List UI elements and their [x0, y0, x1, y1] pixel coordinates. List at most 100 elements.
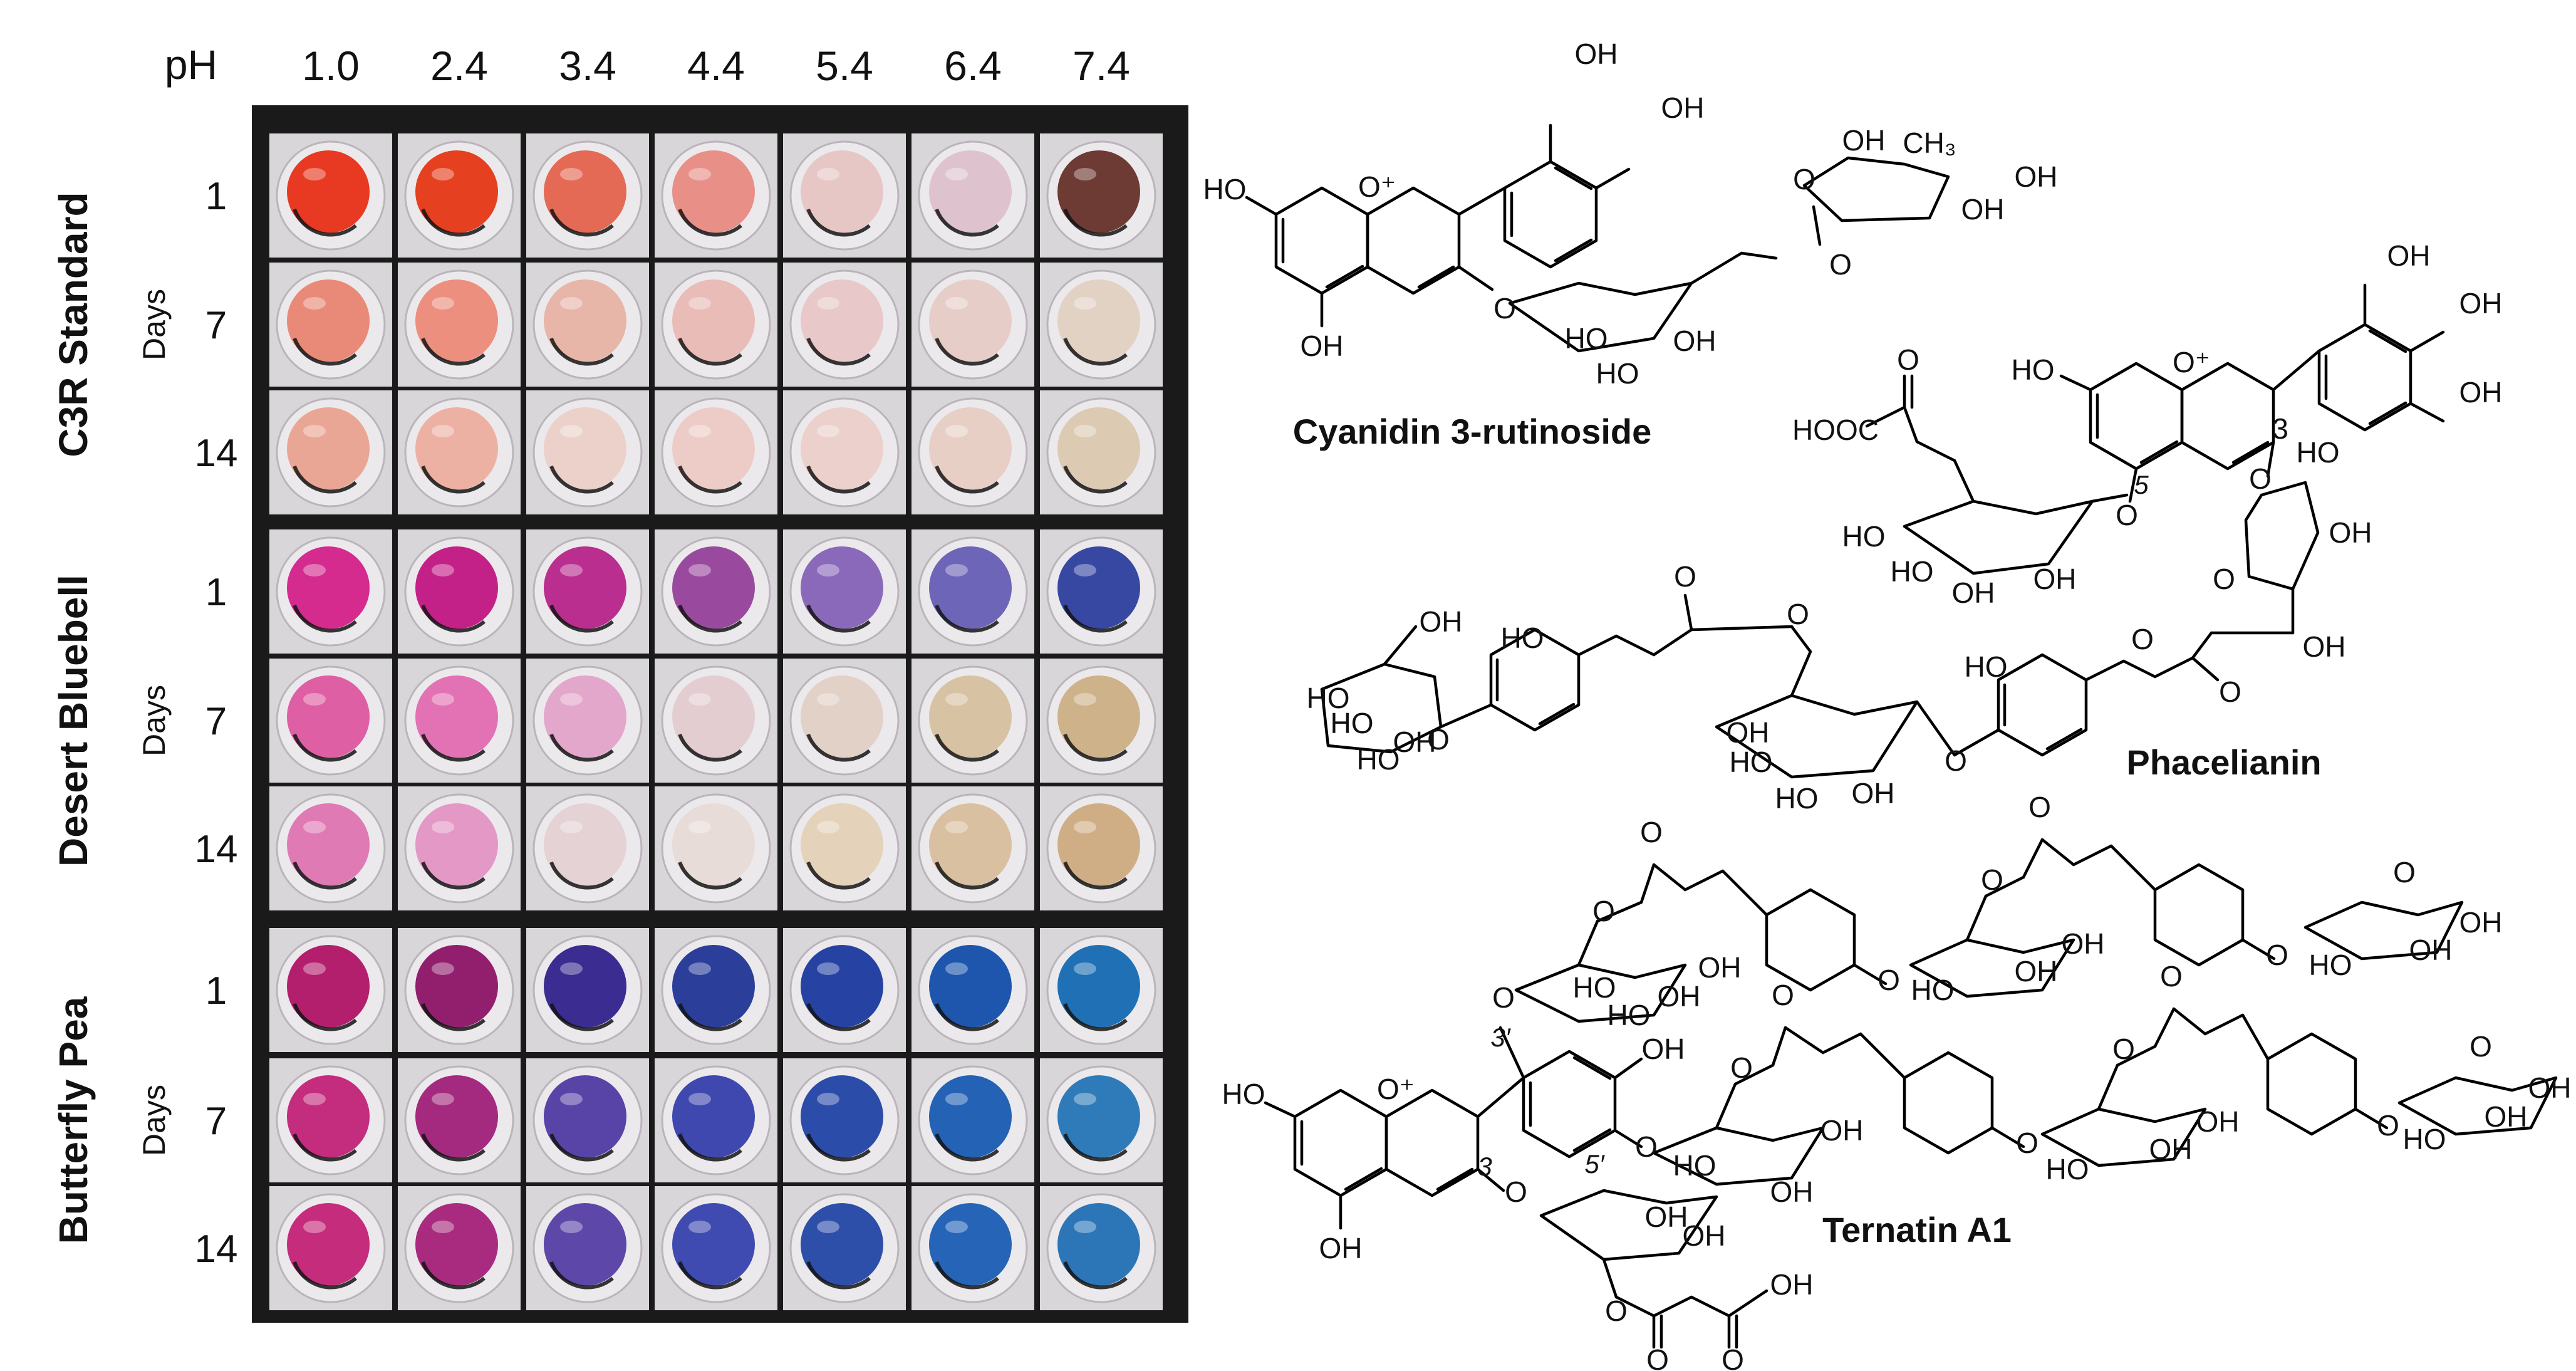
- well-solution: [801, 1203, 883, 1286]
- well-highlight: [303, 1221, 326, 1233]
- well-cell: [269, 659, 392, 783]
- svg-text:O: O: [2377, 1109, 2399, 1142]
- well-solution: [415, 150, 498, 233]
- svg-text:OH: OH: [2303, 630, 2346, 663]
- well-meniscus: [806, 733, 871, 762]
- svg-text:O: O: [1787, 598, 1809, 630]
- well-highlight: [303, 297, 326, 310]
- well-highlight: [1074, 1221, 1096, 1233]
- well-solution: [287, 1203, 370, 1286]
- cyanidin-3-rutinoside-structure: HO O⁺ OH OH OH O HO HO OH O O OH CH₃ OH …: [1203, 38, 2058, 390]
- well-highlight: [817, 168, 839, 180]
- well-cell: [655, 1058, 777, 1182]
- well-meniscus: [1063, 604, 1128, 633]
- well-highlight: [945, 693, 968, 706]
- svg-text:OH: OH: [1645, 1201, 1688, 1233]
- well-meniscus: [549, 733, 614, 762]
- well-meniscus: [1063, 1261, 1128, 1290]
- well-highlight: [303, 821, 326, 833]
- well-solution: [1057, 945, 1140, 1028]
- svg-text:O: O: [2112, 1033, 2135, 1065]
- well-meniscus: [678, 733, 742, 762]
- well-cell: [655, 928, 777, 1052]
- well-solution: [801, 546, 883, 629]
- well-cell: [1040, 529, 1163, 654]
- well-meniscus: [935, 1133, 999, 1162]
- day-value-label: 1: [205, 175, 227, 218]
- well-solution: [672, 803, 755, 886]
- well-solution: [801, 1075, 883, 1158]
- group-label: C3R Standard: [51, 192, 96, 457]
- well-highlight: [688, 297, 711, 310]
- svg-text:OH: OH: [2062, 927, 2105, 960]
- well-cell: [911, 1186, 1034, 1310]
- svg-text:OH: OH: [2528, 1071, 2572, 1104]
- well-meniscus: [421, 861, 486, 890]
- svg-text:OH: OH: [1820, 1114, 1864, 1147]
- svg-text:OH: OH: [1727, 716, 1770, 749]
- well-solution: [801, 945, 883, 1028]
- well-meniscus: [806, 604, 871, 633]
- well-solution: [929, 279, 1012, 362]
- well-cell: [783, 529, 906, 654]
- well-cell: [526, 529, 649, 654]
- well-solution: [415, 279, 498, 362]
- ph-value-label: 2.4: [430, 43, 488, 89]
- svg-text:OH: OH: [1642, 1033, 1685, 1065]
- well-solution: [287, 1075, 370, 1158]
- well-solution: [287, 546, 370, 629]
- well-solution: [287, 150, 370, 233]
- svg-text:OH: OH: [1393, 726, 1436, 758]
- well-solution: [1057, 803, 1140, 886]
- well-highlight: [432, 297, 454, 310]
- well-highlight: [688, 821, 711, 833]
- well-solution: [544, 945, 626, 1028]
- well-highlight: [560, 168, 583, 180]
- well-cell: [655, 786, 777, 910]
- cyanidin-3-rutinoside-name: Cyanidin 3-rutinoside: [1293, 412, 1652, 451]
- well-solution: [1057, 546, 1140, 629]
- well-meniscus: [421, 337, 486, 366]
- svg-text:OH: OH: [1319, 1232, 1363, 1264]
- well-highlight: [1074, 693, 1096, 706]
- well-solution: [672, 1203, 755, 1286]
- well-highlight: [432, 168, 454, 180]
- well-solution: [672, 407, 755, 490]
- well-cell: [526, 928, 649, 1052]
- well-highlight: [560, 1093, 583, 1105]
- well-solution: [287, 945, 370, 1028]
- well-cell: [398, 1058, 521, 1182]
- well-cell: [526, 659, 649, 783]
- well-solution: [544, 546, 626, 629]
- well-solution: [544, 1075, 626, 1158]
- well-highlight: [945, 1221, 968, 1233]
- svg-text:OH: OH: [1852, 777, 1895, 810]
- svg-text:HO: HO: [1673, 1149, 1716, 1182]
- well-cell: [783, 1186, 906, 1310]
- svg-text:O: O: [1829, 248, 1852, 281]
- well-cell: [269, 133, 392, 258]
- svg-text:HO: HO: [1357, 743, 1400, 776]
- well-highlight: [303, 693, 326, 706]
- well-cell: [655, 529, 777, 654]
- well-highlight: [560, 297, 583, 310]
- well-highlight: [945, 1093, 968, 1105]
- phacelianin-name: Phacelianin: [2126, 743, 2321, 782]
- well-meniscus: [549, 208, 614, 237]
- well-meniscus: [421, 1003, 486, 1031]
- svg-text:O: O: [2016, 1127, 2038, 1159]
- svg-text:OH: OH: [1575, 38, 1618, 70]
- well-meniscus: [549, 1003, 614, 1031]
- well-highlight: [688, 564, 711, 576]
- well-cell: [1040, 263, 1163, 387]
- well-highlight: [817, 297, 839, 310]
- well-meniscus: [806, 208, 871, 237]
- svg-text:O: O: [1427, 723, 1450, 756]
- well-cell: [398, 1186, 521, 1310]
- svg-text:OH: OH: [1770, 1176, 1814, 1208]
- well-cell: [526, 390, 649, 514]
- well-highlight: [560, 962, 583, 975]
- well-solution: [1057, 407, 1140, 490]
